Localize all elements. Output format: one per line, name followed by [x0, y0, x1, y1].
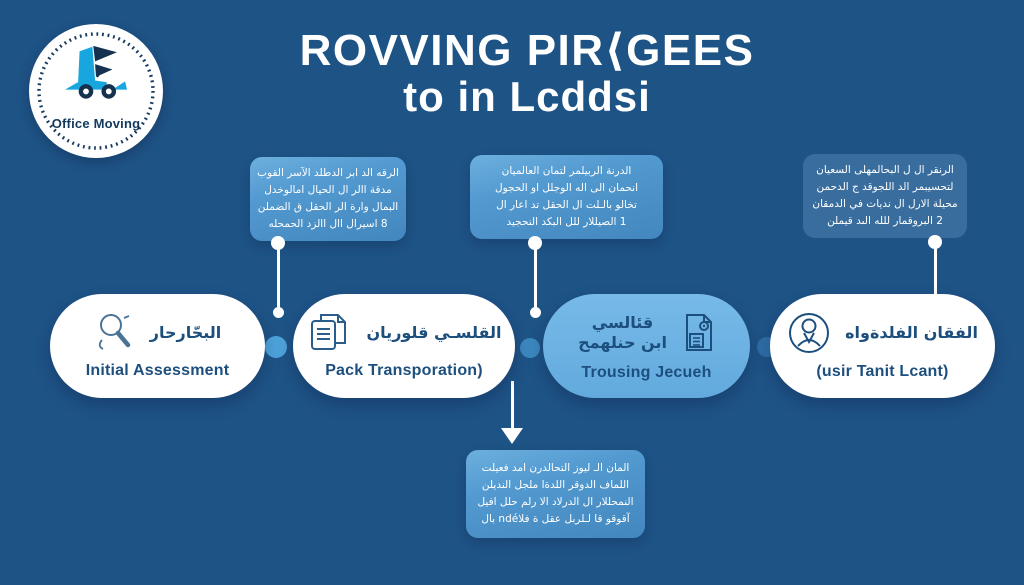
- callout-top-left: الرقه الد ابر الدطلد الآسر القوب مدقة اا…: [250, 157, 406, 241]
- stage-arabic-label: البحّارحار: [149, 323, 222, 342]
- logo-brand-text: Office Moving: [51, 116, 141, 131]
- callout-line: البمال وارة الر الحقل ق الضملن: [257, 201, 399, 213]
- stage-usir-tanit-lcant: الفقان الفلدةواه (usir Tanit Lcant): [770, 294, 995, 398]
- stage-initial-assessment: البحّارحار Initial Assessment: [50, 294, 265, 398]
- stage-gap-dot-2: [520, 338, 540, 358]
- stage-arabic-line-2: ابن حنلهمح: [578, 333, 667, 352]
- callout-line: 8 اسيرال اال االزد الحمحله: [268, 218, 388, 230]
- callout-line: 1 الصيللار للل البكد النحجيد: [506, 216, 627, 228]
- callout-line: محيلة الارل ال نديات في الدمقان: [812, 198, 958, 210]
- connector-line-1: [277, 249, 280, 309]
- documents-icon: [307, 312, 353, 354]
- callout-line: اللماف الدوقر اللدةا ملجل النديلن: [481, 479, 630, 491]
- callout-line: 2 البروقمار للله الىد قيملن: [827, 215, 943, 227]
- stage-arabic-label: القلسـي قلوريان: [366, 323, 502, 342]
- connector-dot-top-1: [271, 236, 285, 250]
- connector-dot-end-1: [273, 307, 284, 318]
- connector-dot-top-3: [928, 235, 942, 249]
- stage-pack-transportation: القلسـي قلوريان Pack Transporation): [293, 294, 515, 398]
- callout-line: آقوقو قا لـلربل عقل ة فلاndé بال: [481, 513, 630, 525]
- callout-line: لتحسيبمر الد اللجوقد ج الدحمن: [816, 181, 954, 193]
- callout-line: الرنقر ال ل البحالمهلى السعيان: [816, 164, 954, 176]
- magnifier-icon: [94, 312, 136, 354]
- callout-line: انحمان الى اله الوجلل او الحجول: [494, 182, 639, 194]
- callout-line: مدقة االر ال الحيال امالوخدل: [264, 184, 392, 196]
- callout-bottom: المان الـ ليوز التحالدرن امد فعيلت اللما…: [466, 450, 645, 538]
- callout-top-middle: الدرنة الربيلمر لتمان العالميان انحمان ا…: [470, 155, 663, 239]
- connector-dot-top-2: [528, 236, 542, 250]
- title-line-1: ROVVING PIR⟨GEES: [299, 26, 755, 75]
- callout-line: الدرنة الربيلمر لتمان العالميان: [501, 165, 632, 177]
- office-moving-logo: Office Moving: [29, 24, 163, 158]
- down-arrow-head: [501, 428, 523, 444]
- stage-arabic-label: قئالسي ابن حنلهمح: [578, 313, 667, 353]
- logo-dotted-ring: [37, 32, 155, 150]
- stage-english-label: Initial Assessment: [85, 362, 230, 379]
- stage-gap-dot-1: [265, 336, 287, 358]
- callout-line: النمحللار ال الدرلاد الا رلم حلل افيل: [477, 496, 634, 508]
- callout-line: تخالو بالـلت ال الحقل تد اعار ال: [496, 199, 637, 211]
- down-arrow-line: [511, 381, 514, 429]
- title-line-2: to in Lcddsi: [403, 73, 651, 121]
- connector-line-2: [534, 249, 537, 309]
- page-title: ROVVING PIR⟨GEES to in Lcddsi: [30, 26, 1024, 121]
- connector-dot-end-2: [530, 307, 541, 318]
- callout-line: الرقه الد ابر الدطلد الآسر القوب: [257, 167, 399, 179]
- stage-english-label: (usir Tanit Lcant): [816, 363, 949, 380]
- person-icon: [787, 311, 831, 355]
- callout-top-right: الرنقر ال ل البحالمهلى السعيان لتحسيبمر …: [803, 154, 967, 238]
- stage-trousing-jecueh: قئالسي ابن حنلهمح Trousing Jecueh: [543, 294, 750, 398]
- callout-line: المان الـ ليوز التحالدرن امد فعيلت: [481, 462, 630, 474]
- stage-english-label: Pack Transporation): [325, 362, 483, 379]
- document-badge-icon: [681, 310, 715, 356]
- stage-english-label: Trousing Jecueh: [581, 364, 712, 381]
- connector-line-3: [934, 248, 937, 298]
- stage-arabic-label: الفقان الفلدةواه: [845, 323, 978, 342]
- stage-arabic-line-1: قئالسي: [591, 313, 654, 332]
